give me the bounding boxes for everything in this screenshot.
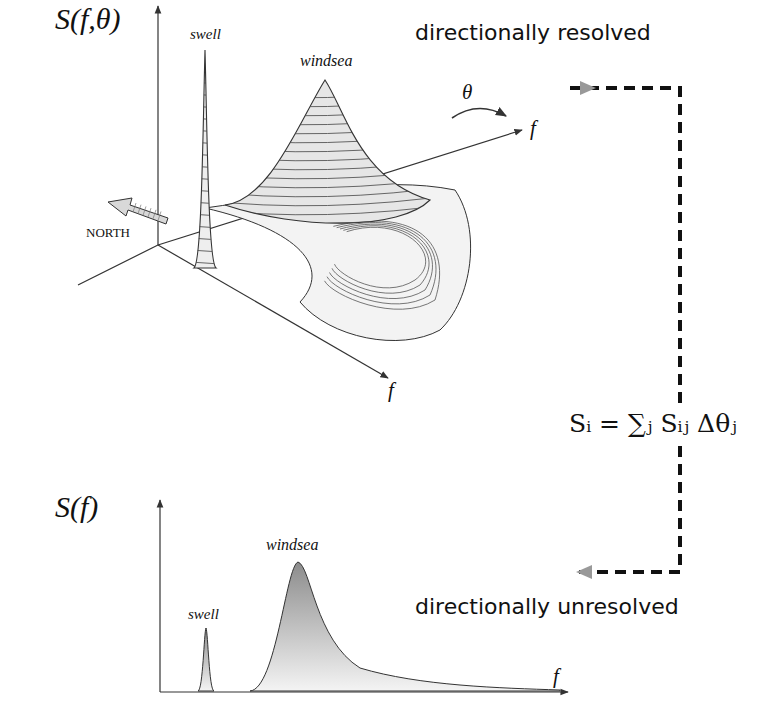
axis-label: θ <box>462 80 472 104</box>
contour-line <box>190 118 220 120</box>
dashed-connector <box>570 88 680 572</box>
direction-arrow <box>452 108 506 118</box>
arrowhead <box>580 81 596 95</box>
equation: Sᵢ = ∑ⱼ Sᵢⱼ Δθⱼ <box>566 410 740 439</box>
contour-line <box>200 104 460 116</box>
arrowhead <box>576 565 592 579</box>
contour-line <box>200 212 460 224</box>
hatch-stroke <box>158 212 161 221</box>
peak-label: swell <box>188 606 219 623</box>
peak-label: windsea <box>300 52 352 70</box>
contour-line <box>190 70 220 72</box>
contour-line <box>190 154 220 156</box>
contour-line <box>200 185 460 197</box>
contour-line <box>190 166 220 168</box>
contour-line <box>200 113 460 125</box>
axis-label: f <box>530 116 536 140</box>
contour-line <box>200 95 460 107</box>
contour-line <box>200 203 460 215</box>
contour-line <box>190 190 220 192</box>
north-label: NORTH <box>86 226 130 241</box>
contour-line <box>335 227 426 288</box>
contour-line <box>200 149 460 161</box>
contour-line <box>190 178 220 180</box>
hatch-stroke <box>148 208 151 217</box>
contour-line <box>200 158 460 170</box>
windsea-peak <box>250 562 560 691</box>
contour-line <box>200 194 460 206</box>
axis-stub <box>78 245 158 285</box>
process-label: directionally unresolved <box>415 594 679 619</box>
axis-label: f <box>553 664 559 688</box>
contour-line <box>190 94 220 96</box>
vertical-axis <box>159 500 160 692</box>
contour-line <box>325 221 440 309</box>
contour-line <box>190 262 220 264</box>
peak-label: swell <box>190 26 221 43</box>
hatch-stroke <box>153 210 156 219</box>
contour-line <box>190 238 220 240</box>
contour-line <box>200 86 460 98</box>
contour-line <box>200 167 460 179</box>
contour-line <box>190 202 220 204</box>
north-arrow <box>108 198 168 224</box>
contour-line <box>330 224 433 298</box>
hatch-stroke <box>133 203 136 212</box>
contour-line <box>200 122 460 134</box>
contour-line <box>200 176 460 188</box>
contour-line <box>190 82 220 84</box>
contour-line <box>190 214 220 216</box>
axis-title: S(f,θ) <box>55 2 121 37</box>
contour-line <box>190 250 220 252</box>
contour-line <box>190 142 220 144</box>
contour-line <box>190 226 220 228</box>
contour-line <box>190 106 220 108</box>
axis-title: S(f) <box>55 490 98 525</box>
contour-line <box>200 140 460 152</box>
contour-line <box>327 223 436 304</box>
swell-peak <box>198 628 214 691</box>
vertical-axis <box>157 6 158 245</box>
hatch-stroke <box>138 205 141 214</box>
contour-line <box>190 130 220 132</box>
frequency-axis <box>160 691 568 692</box>
contour-line <box>332 226 429 294</box>
contour-line <box>200 131 460 143</box>
peak-label: windsea <box>266 536 318 554</box>
axis-label: f <box>388 378 394 402</box>
hatch-stroke <box>143 206 146 215</box>
process-label: directionally resolved <box>415 20 651 45</box>
